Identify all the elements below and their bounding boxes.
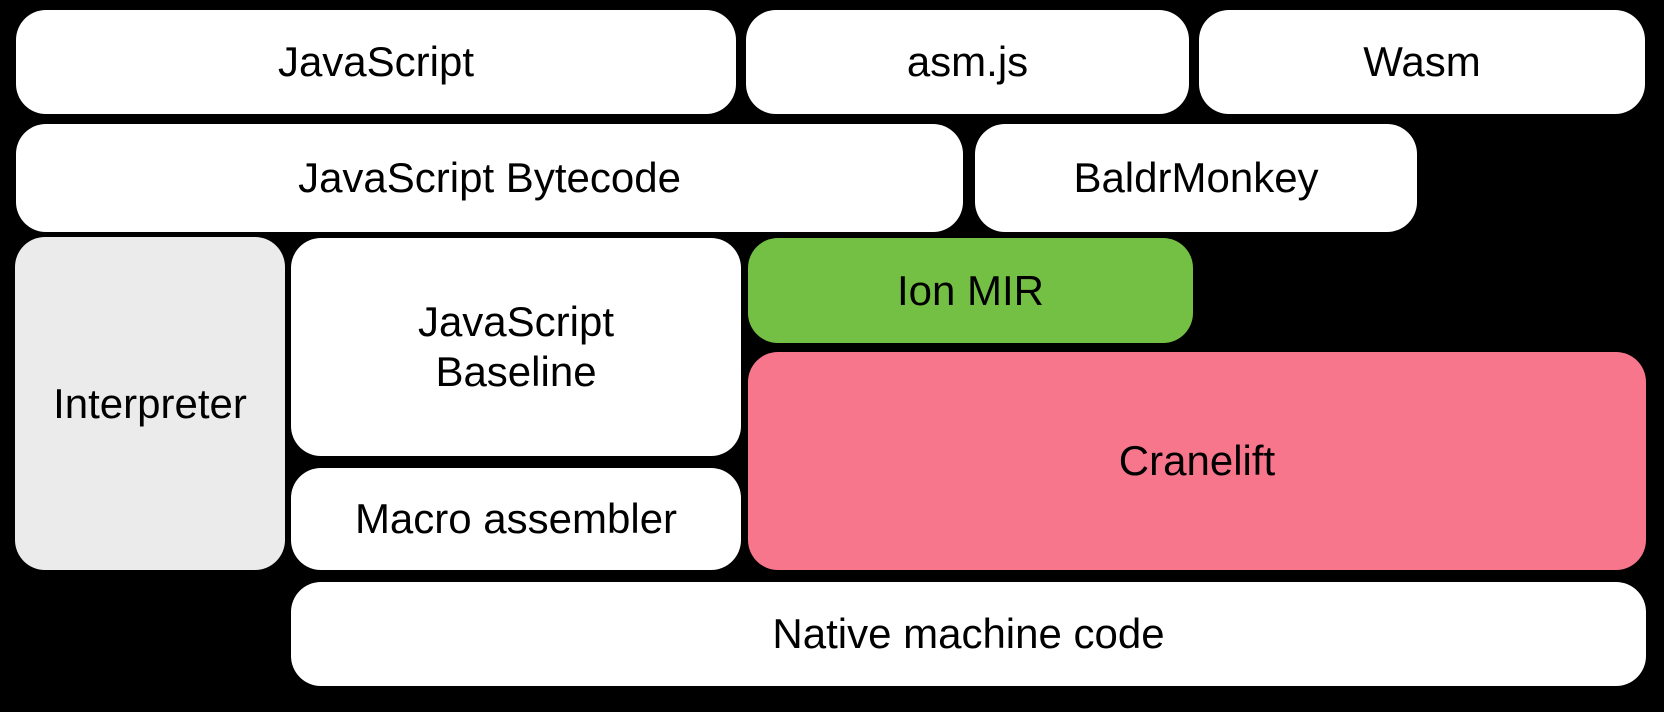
box-asmjs-label: asm.js (906, 38, 1029, 85)
box-ion-mir-label: Ion MIR (896, 266, 1045, 314)
box-baldrmonkey-label: BaldrMonkey (1073, 154, 1319, 201)
box-cranelift-label: Cranelift (1118, 437, 1276, 484)
box-native-machine-code: Native machine code (291, 582, 1646, 686)
box-javascript: JavaScript (16, 10, 736, 114)
box-javascript-bytecode-label: JavaScript Bytecode (298, 154, 681, 201)
box-interpreter: Interpreter (15, 237, 285, 570)
box-javascript-label: JavaScript (277, 38, 475, 85)
box-baldrmonkey: BaldrMonkey (975, 124, 1417, 232)
box-interpreter-label: Interpreter (53, 379, 247, 427)
box-javascript-baseline: JavaScript Baseline (291, 238, 741, 456)
box-cranelift: Cranelift (748, 352, 1646, 570)
box-wasm: Wasm (1199, 10, 1645, 114)
box-ion-mir: Ion MIR (748, 238, 1193, 343)
box-macro-assembler: Macro assembler (291, 468, 741, 570)
box-asmjs: asm.js (746, 10, 1189, 114)
box-macro-assembler-label: Macro assembler (354, 495, 678, 542)
box-javascript-baseline-label: JavaScript Baseline (417, 298, 615, 395)
box-wasm-label: Wasm (1363, 38, 1481, 85)
box-javascript-bytecode: JavaScript Bytecode (16, 124, 963, 232)
box-native-machine-code-label: Native machine code (772, 610, 1165, 657)
